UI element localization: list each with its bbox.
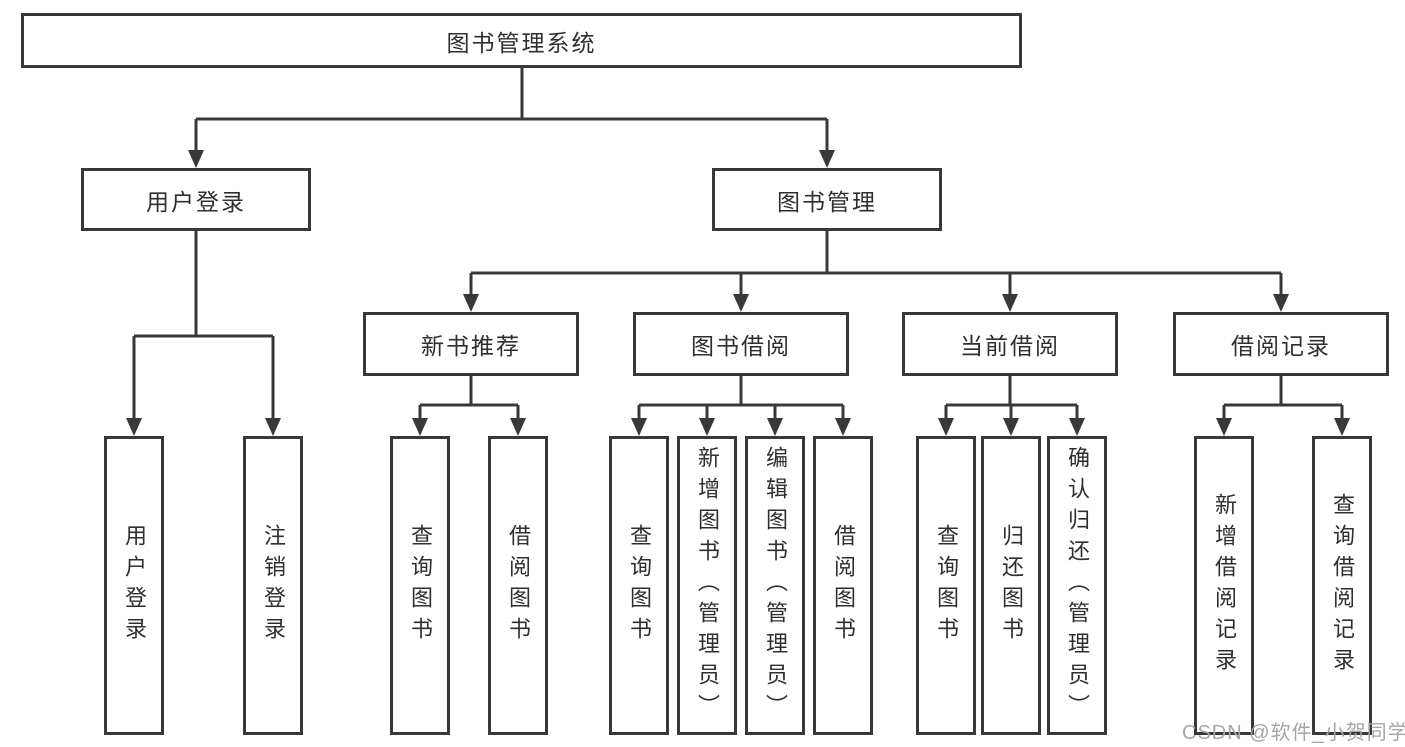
connector-book-borrow-split bbox=[631, 376, 851, 436]
node-current-borrow: 当前借阅 bbox=[902, 312, 1118, 376]
leaf-logout-label: 注销登录 bbox=[261, 523, 286, 648]
leaf-current-confirm-return-admin: 确认归还（管理员） bbox=[1047, 436, 1107, 735]
leaf-newbook-query-books-label: 查询图书 bbox=[408, 523, 433, 648]
leaf-borrow-query-books: 查询图书 bbox=[609, 436, 669, 735]
leaf-records-add-record: 新增借阅记录 bbox=[1194, 436, 1254, 735]
node-borrow-records-label: 借阅记录 bbox=[1231, 333, 1331, 359]
leaf-borrow-edit-books-admin: 编辑图书（管理员） bbox=[745, 436, 805, 735]
leaf-borrow-add-books-admin-label: 新增图书（管理员） bbox=[695, 446, 720, 725]
node-book-management-label: 图书管理 bbox=[777, 188, 877, 215]
leaf-current-return-books: 归还图书 bbox=[981, 436, 1041, 735]
node-user-login: 用户登录 bbox=[81, 168, 311, 231]
connector-user-login-split bbox=[126, 231, 281, 436]
node-new-book-recommend-label: 新书推荐 bbox=[421, 333, 521, 359]
leaf-newbook-borrow-books: 借阅图书 bbox=[488, 436, 548, 735]
connector-root-split bbox=[188, 68, 835, 168]
leaf-newbook-query-books: 查询图书 bbox=[390, 436, 450, 735]
node-new-book-recommend: 新书推荐 bbox=[363, 312, 579, 376]
node-root-label: 图书管理系统 bbox=[446, 29, 597, 56]
leaf-user-login-label: 用户登录 bbox=[122, 523, 147, 648]
leaf-borrow-add-books-admin: 新增图书（管理员） bbox=[677, 436, 737, 735]
node-current-borrow-label: 当前借阅 bbox=[960, 333, 1060, 359]
node-book-management: 图书管理 bbox=[712, 168, 942, 231]
leaf-borrow-query-books-label: 查询图书 bbox=[627, 523, 652, 648]
leaf-newbook-borrow-books-label: 借阅图书 bbox=[506, 523, 531, 648]
leaf-current-query-books: 查询图书 bbox=[916, 436, 976, 735]
csdn-watermark: CSDN @软件_小贺同学 bbox=[1182, 722, 1405, 744]
connector-new-book-split bbox=[412, 376, 526, 436]
leaf-borrow-edit-books-admin-label: 编辑图书（管理员） bbox=[763, 446, 788, 725]
leaf-records-add-record-label: 新增借阅记录 bbox=[1212, 492, 1237, 679]
leaf-current-confirm-return-admin-label: 确认归还（管理员） bbox=[1065, 446, 1090, 725]
leaf-user-login: 用户登录 bbox=[104, 436, 164, 735]
node-user-login-label: 用户登录 bbox=[146, 188, 246, 215]
leaf-borrow-borrow-books: 借阅图书 bbox=[813, 436, 873, 735]
leaf-current-query-books-label: 查询图书 bbox=[934, 523, 959, 648]
leaf-records-query-record: 查询借阅记录 bbox=[1312, 436, 1372, 735]
node-book-borrow: 图书借阅 bbox=[633, 312, 849, 376]
node-root: 图书管理系统 bbox=[21, 13, 1022, 68]
leaf-logout: 注销登录 bbox=[243, 436, 303, 735]
node-borrow-records: 借阅记录 bbox=[1173, 312, 1389, 376]
connector-borrow-records-split bbox=[1216, 376, 1350, 436]
connector-book-management-split bbox=[463, 231, 1289, 312]
leaf-current-return-books-label: 归还图书 bbox=[999, 523, 1024, 648]
leaf-records-query-record-label: 查询借阅记录 bbox=[1330, 492, 1355, 679]
leaf-borrow-borrow-books-label: 借阅图书 bbox=[831, 523, 856, 648]
node-book-borrow-label: 图书借阅 bbox=[691, 333, 791, 359]
connector-current-borrow-split bbox=[938, 376, 1085, 436]
